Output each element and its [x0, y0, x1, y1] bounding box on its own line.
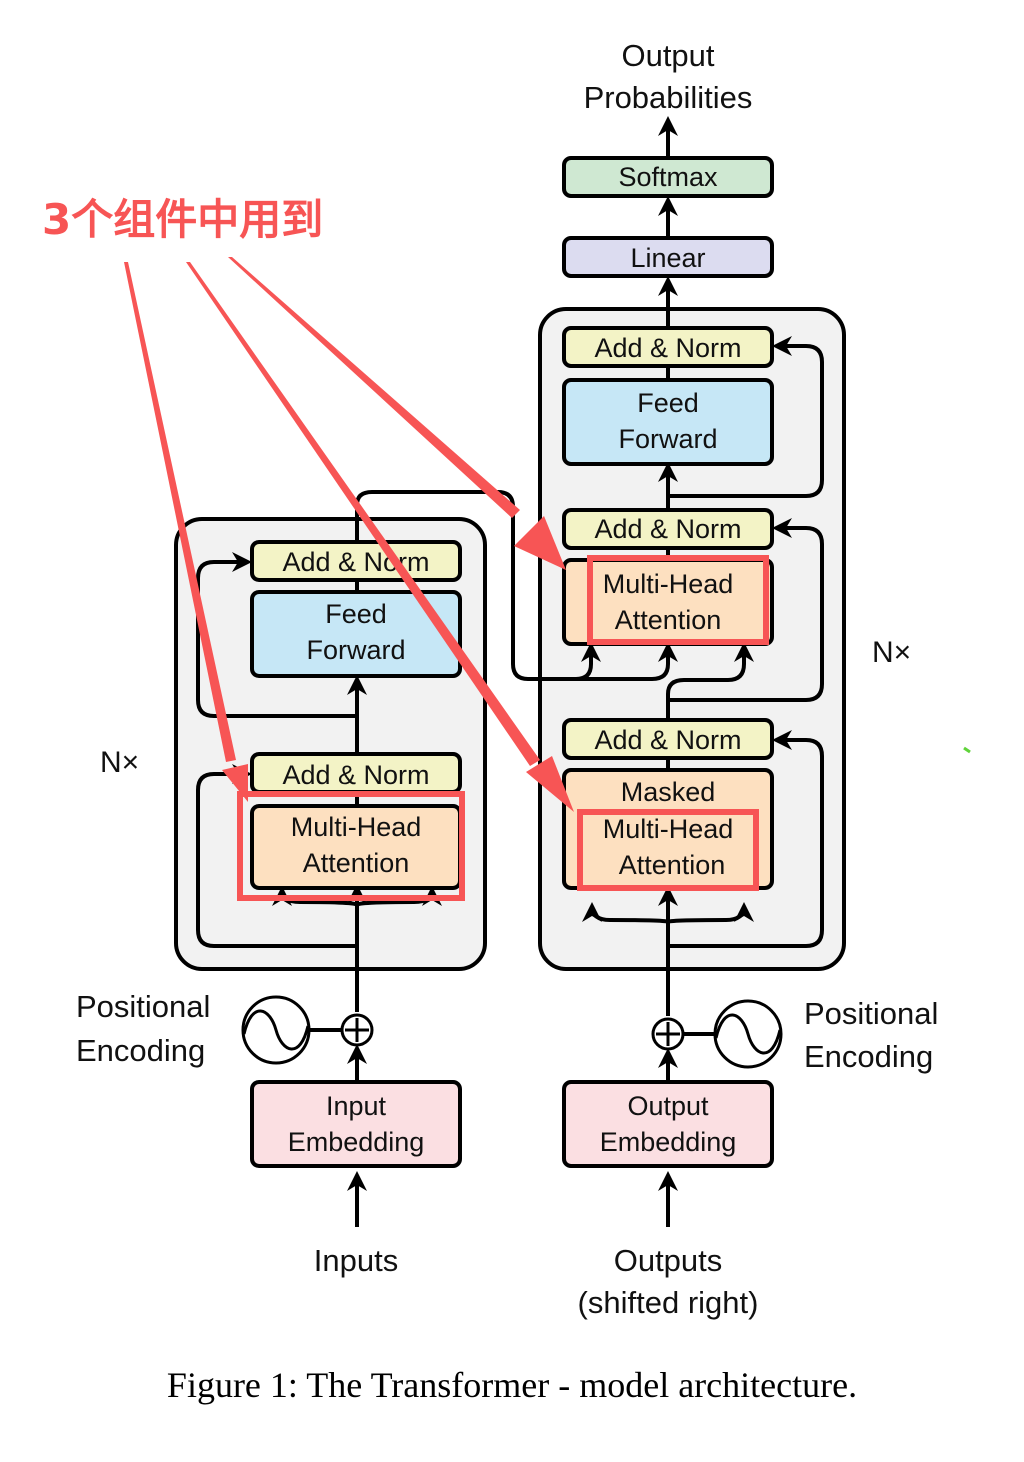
inputs-label: Inputs [314, 1243, 398, 1278]
svg-text:Attention: Attention [615, 605, 722, 635]
encoder-repeat-label: N× [100, 746, 139, 779]
figure-caption: Figure 1: The Transformer - model archit… [167, 1365, 857, 1405]
svg-text:Input: Input [326, 1091, 387, 1121]
decoder-add-norm-top: Add & Norm [562, 326, 774, 368]
encoder-add-norm-bottom: Add & Norm [250, 752, 462, 794]
svg-text:Output: Output [627, 1091, 709, 1121]
annotation-arrow-2 [186, 262, 574, 812]
svg-text:Positional: Positional [76, 989, 210, 1024]
encoder-positional-encoding: Positional Encoding [76, 989, 374, 1068]
decoder-add-norm-bottom: Add & Norm [562, 718, 774, 760]
svg-text:Masked: Masked [621, 777, 716, 807]
svg-text:Attention: Attention [619, 850, 726, 880]
highlight-decoder-masked-attention [577, 809, 759, 891]
decoder-add-norm-mid: Add & Norm [562, 508, 774, 550]
encoder-self-attention: Multi-Head Attention [250, 804, 462, 890]
input-embedding: Input Embedding [250, 1080, 462, 1168]
svg-text:Linear: Linear [630, 243, 705, 273]
decoder-repeat-label: N× [872, 636, 911, 669]
svg-text:Embedding: Embedding [600, 1127, 737, 1157]
annotation-text: 3个组件中用到 [42, 195, 323, 244]
highlight-decoder-cross-attention [587, 555, 769, 645]
sine-wave-icon [241, 995, 311, 1065]
annotation-arrow-1 [124, 262, 248, 802]
output-probabilities-label-2: Probabilities [584, 80, 753, 115]
stray-mark [963, 746, 971, 754]
add-circle-icon [340, 1013, 374, 1047]
sine-wave-icon [713, 999, 783, 1069]
decoder-masked-attention: Masked Multi-Head Attention [562, 768, 774, 890]
encoder-add-norm-top: Add & Norm [250, 540, 462, 582]
svg-text:Softmax: Softmax [618, 162, 718, 192]
svg-text:Multi-Head: Multi-Head [603, 814, 734, 844]
svg-text:Encoding: Encoding [804, 1039, 933, 1074]
output-probabilities-label: Output [621, 38, 714, 73]
add-circle-icon [651, 1017, 685, 1051]
svg-text:Forward: Forward [306, 635, 405, 665]
linear-block: Linear [562, 236, 774, 278]
softmax-block: Softmax [562, 156, 774, 198]
svg-text:Embedding: Embedding [288, 1127, 425, 1157]
outputs-label: Outputs [614, 1243, 723, 1278]
svg-text:Multi-Head: Multi-Head [291, 812, 422, 842]
highlight-encoder-attention [237, 791, 465, 901]
svg-text:Multi-Head: Multi-Head [603, 569, 734, 599]
svg-text:Positional: Positional [804, 996, 938, 1031]
decoder-feed-forward: Feed Forward [562, 378, 774, 466]
decoder-cross-attention: Multi-Head Attention [562, 558, 774, 646]
encoder-connections [196, 490, 678, 1227]
encoder-feed-forward: Feed Forward [250, 590, 462, 678]
annotation-arrow-3 [228, 257, 566, 570]
outputs-label-2: (shifted right) [578, 1285, 759, 1320]
svg-text:Add & Norm: Add & Norm [594, 514, 741, 544]
svg-text:Feed: Feed [637, 388, 699, 418]
decoder-positional-encoding: Positional Encoding [651, 996, 938, 1074]
svg-text:Add & Norm: Add & Norm [594, 333, 741, 363]
svg-text:Add & Norm: Add & Norm [282, 760, 429, 790]
svg-text:Encoding: Encoding [76, 1033, 205, 1068]
output-embedding: Output Embedding [562, 1080, 774, 1168]
svg-text:Add & Norm: Add & Norm [594, 725, 741, 755]
svg-text:Forward: Forward [618, 424, 717, 454]
annotation-overlay: 3个组件中用到 [42, 195, 769, 901]
decoder-connections [582, 116, 824, 1227]
svg-text:Feed: Feed [325, 599, 387, 629]
svg-text:Attention: Attention [303, 848, 410, 878]
